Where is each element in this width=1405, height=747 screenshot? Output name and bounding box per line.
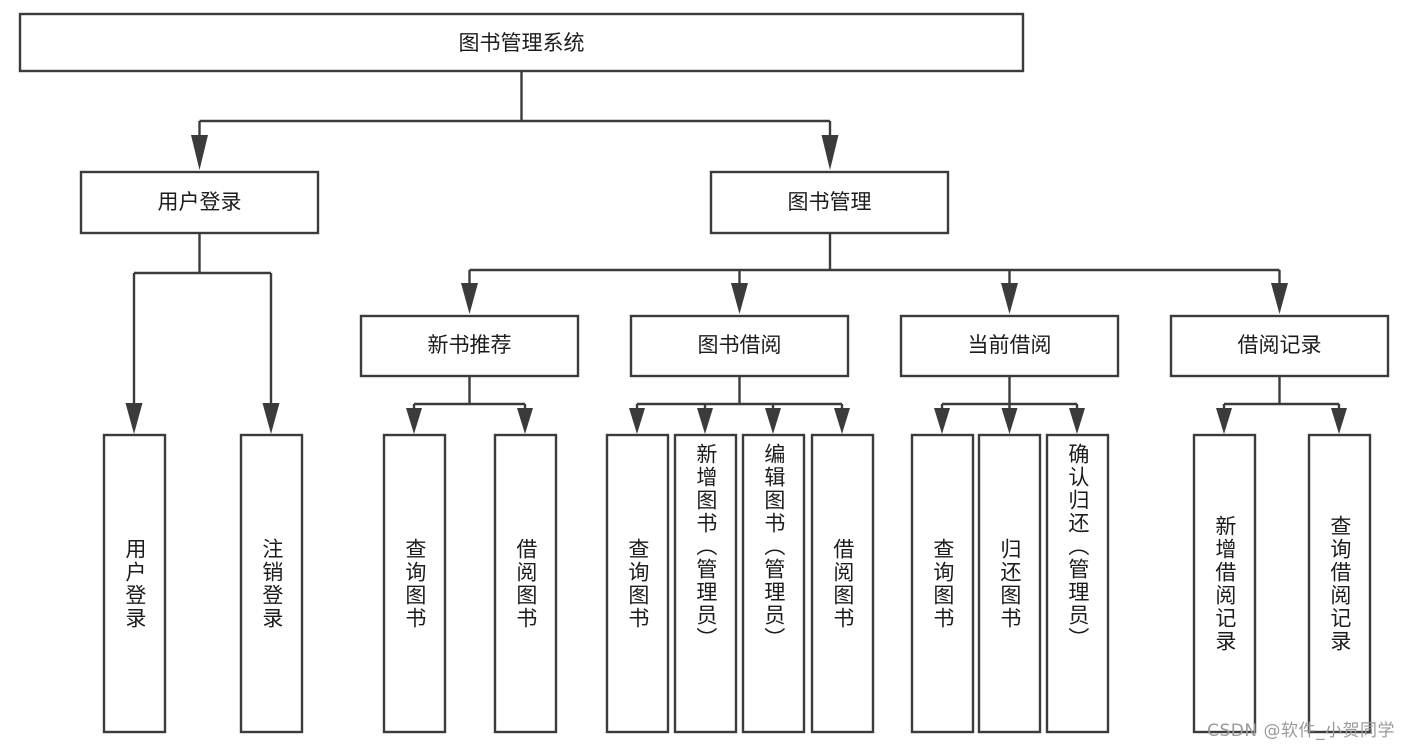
arrow-to-leaf-user-login	[125, 403, 143, 434]
arrow-to-leaf-add-record	[1216, 408, 1232, 434]
node-leaf-borrow-book-2-box[interactable]	[810, 433, 875, 734]
node-borrow-record-box[interactable]	[1169, 314, 1390, 378]
arrow-to-leaf-borrow-book-1	[517, 408, 533, 434]
arrow-to-leaf-edit-book	[765, 408, 781, 434]
node-leaf-borrow-book-1-box[interactable]	[493, 433, 558, 734]
arrow-to-book-management	[821, 135, 839, 170]
arrow-to-book-borrow	[731, 283, 748, 314]
arrow-to-user-login	[191, 135, 208, 170]
arrow-to-leaf-confirm-return	[1069, 408, 1085, 434]
node-leaf-query-book-3-box[interactable]	[910, 433, 975, 734]
node-user-login-label: 用户登录	[158, 190, 242, 214]
node-book-borrow-box[interactable]	[629, 314, 850, 378]
node-leaf-edit-book-box[interactable]	[741, 433, 806, 734]
node-book-borrow-label: 图书借阅	[698, 333, 782, 357]
node-leaf-add-record-box[interactable]	[1192, 433, 1257, 734]
connectors-layer	[125, 72, 1347, 434]
arrow-to-leaf-query-book-3	[934, 408, 950, 434]
node-root-box[interactable]	[18, 12, 1025, 73]
nodes-layer: 图书管理系统 用户登录 图书管理 新书推荐 图书借阅 当前借阅 借阅记录	[18, 12, 1390, 734]
arrow-to-leaf-query-record	[1331, 408, 1347, 434]
arrow-to-borrow-record	[1271, 283, 1288, 314]
arrow-to-current-borrow	[1001, 283, 1018, 314]
node-leaf-user-login-box[interactable]	[102, 433, 167, 734]
arrow-to-leaf-borrow-book-2	[834, 408, 850, 434]
node-new-book-recommend-label: 新书推荐	[428, 333, 512, 357]
node-leaf-return-book-box[interactable]	[977, 433, 1042, 734]
node-leaf-query-record-box[interactable]	[1307, 433, 1372, 734]
node-book-management-box[interactable]	[709, 170, 950, 235]
arrow-to-new-book-recommend	[461, 283, 478, 314]
arrow-to-leaf-return-book	[1001, 408, 1018, 434]
node-current-borrow-label: 当前借阅	[968, 333, 1052, 357]
node-leaf-add-book-box[interactable]	[673, 433, 738, 734]
node-root-label: 图书管理系统	[459, 31, 585, 55]
node-book-management-label: 图书管理	[788, 190, 872, 214]
node-user-login-box[interactable]	[79, 170, 320, 235]
node-leaf-confirm-return-box[interactable]	[1045, 433, 1110, 734]
arrow-to-leaf-user-logout	[262, 403, 280, 434]
arrow-to-leaf-add-book	[697, 408, 713, 434]
node-leaf-query-book-1-box[interactable]	[382, 433, 447, 734]
node-leaf-user-logout-box[interactable]	[239, 433, 304, 734]
node-new-book-recommend-box[interactable]	[359, 314, 580, 378]
arrow-to-leaf-query-book-1	[406, 408, 422, 434]
csdn-watermark: CSDN @软件_小贺同学	[1207, 721, 1395, 741]
node-leaf-query-book-2-box[interactable]	[605, 433, 670, 734]
node-borrow-record-label: 借阅记录	[1238, 333, 1322, 357]
node-current-borrow-box[interactable]	[899, 314, 1120, 378]
arrow-to-leaf-query-book-2	[629, 408, 645, 434]
